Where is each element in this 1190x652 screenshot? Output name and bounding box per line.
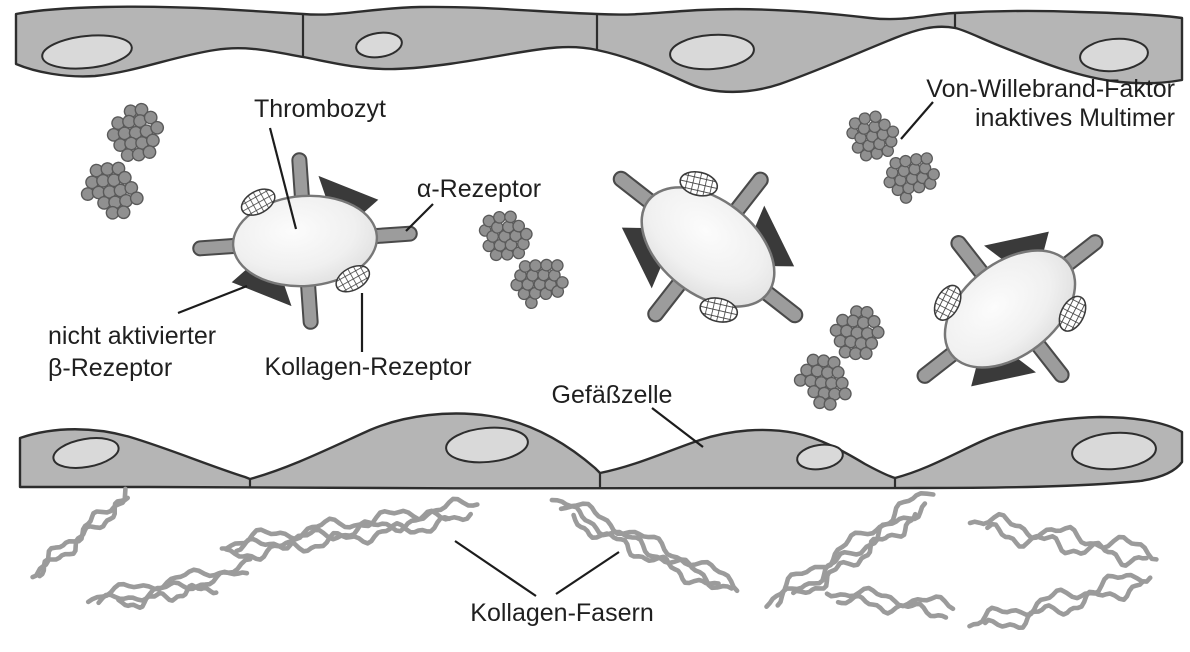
pointer-beta-rezeptor: [177, 284, 248, 315]
vwf-monomer-dot: [143, 110, 158, 125]
platelet-2: [557, 100, 859, 394]
collagen-fiber-strand: [549, 497, 740, 594]
vwf-monomer-dot: [550, 259, 564, 272]
vwf-monomer-dot: [831, 365, 845, 379]
collagen-fiber-strand: [37, 495, 130, 579]
vwf-monomer-dot: [529, 259, 542, 272]
vwf-monomer-dot: [556, 276, 569, 289]
collagen-fiber-strand: [985, 521, 1149, 568]
collagen-fiber-strand: [967, 511, 1159, 562]
collagen-fiber-bundle: [967, 511, 1159, 568]
cell-nucleus: [41, 34, 133, 70]
collagen-fiber-bundle: [85, 556, 253, 610]
vwf-monomer-dot: [129, 191, 144, 206]
collagen-fiber-strand: [571, 512, 721, 586]
label-vwf-line1: Von-Willebrand-Faktor: [926, 75, 1175, 103]
platelet-1: [185, 144, 425, 338]
pointer-vwf: [900, 101, 934, 140]
cell-nucleus: [669, 33, 755, 71]
collagen-fiber-bundle: [219, 496, 480, 562]
pointer-kollagen-fasern-right: [555, 551, 620, 595]
collagen-fiber-bundle: [824, 585, 956, 620]
cell-nucleus: [1071, 431, 1157, 471]
label-vwf-line2: inaktives Multimer: [975, 104, 1175, 132]
pointer-lines: [177, 101, 934, 597]
label-beta-line1: nicht aktivierter: [48, 322, 216, 350]
collagen-fiber-strand: [835, 593, 949, 620]
vwf-multimer-cluster: [846, 110, 940, 204]
vwf-monomer-dot: [859, 346, 873, 360]
vwf-multimer-cluster: [793, 305, 885, 411]
vwf-monomer-dot: [519, 227, 533, 241]
cell-nucleus: [1079, 37, 1149, 73]
collagen-fiber-bundle: [967, 572, 1153, 630]
vwf-monomer-dot: [145, 133, 160, 148]
collagen-fiber-bundle: [30, 486, 130, 580]
label-kollagen-fasern: Kollagen-Fasern: [470, 599, 653, 627]
vwf-monomer-dot: [116, 205, 131, 220]
vwf-monomer-dot: [867, 315, 881, 329]
vwf-monomer-dot: [512, 219, 526, 233]
collagen-fibers: [30, 486, 1159, 630]
cell-nucleus: [796, 443, 844, 471]
vwf-monomer-dot: [838, 387, 852, 401]
pointer-thrombozyt: [268, 127, 298, 230]
vwf-monomer-dot: [142, 145, 157, 159]
cell-nucleus: [52, 437, 120, 469]
cell-nucleus: [355, 31, 403, 59]
vwf-monomer-dot: [886, 125, 900, 138]
vwf-monomer-dot: [858, 112, 871, 125]
label-beta-line2: β-Rezeptor: [48, 354, 172, 382]
vwf-monomer-dot: [493, 210, 506, 224]
platelet-3: [862, 165, 1158, 453]
vessel-wall-bottom: [18, 412, 1184, 491]
collagen-fiber-strand: [982, 579, 1146, 630]
vwf-multimer-cluster: [80, 102, 165, 220]
vwf-multimers: [80, 102, 940, 411]
labels: Thrombozyt α-Rezeptor Von-Willebrand-Fak…: [48, 75, 1175, 627]
collagen-fiber-strand: [791, 511, 918, 596]
vwf-monomer-dot: [117, 170, 132, 185]
collagen-fiber-strand: [558, 504, 734, 591]
label-gefaesszelle: Gefäßzelle: [552, 381, 673, 409]
vwf-monomer-dot: [823, 397, 837, 411]
collagen-fiber-bundle: [549, 497, 740, 594]
cell-boundaries-bottom: [248, 473, 897, 489]
vwf-monomer-dot: [927, 168, 940, 181]
collagen-fiber-strand: [223, 515, 452, 562]
cell-nucleus: [445, 426, 529, 464]
vwf-multimer-cluster: [478, 210, 569, 310]
vwf-monomer-dot: [869, 110, 882, 123]
vwf-monomer-dot: [920, 152, 933, 165]
collagen-fiber-strand: [775, 501, 928, 608]
label-alpha-rezeptor: α-Rezeptor: [417, 175, 541, 203]
pointer-kollagen-fasern-left: [454, 540, 537, 597]
pointer-gefaesszelle: [651, 407, 704, 448]
endothelial-cell-band-bottom: [18, 412, 1184, 491]
vwf-monomer-dot: [878, 118, 891, 131]
vwf-monomer-dot: [504, 210, 517, 224]
vwf-monomer-dot: [899, 154, 912, 168]
endothelial-cell-band-top: [14, 5, 1184, 94]
pointer-alpha-rezeptor: [405, 203, 434, 232]
collagen-fiber-bundle: [764, 491, 936, 609]
vessel-wall-top: [14, 5, 1184, 94]
label-thrombozyt: Thrombozyt: [254, 95, 386, 123]
collagen-fiber-strand: [116, 582, 219, 610]
collagen-fiber-strand: [764, 491, 936, 609]
vwf-monomer-dot: [871, 325, 885, 339]
vwf-monomer-dot: [864, 336, 879, 350]
cell-boundaries-top: [301, 13, 957, 57]
collagen-fiber-strand: [96, 569, 250, 606]
label-kollagen-rezeptor: Kollagen-Rezeptor: [264, 353, 471, 381]
vwf-monomer-dot: [150, 120, 165, 135]
collagen-fiber-strand: [967, 572, 1153, 629]
collagen-fiber-strand: [824, 585, 956, 612]
